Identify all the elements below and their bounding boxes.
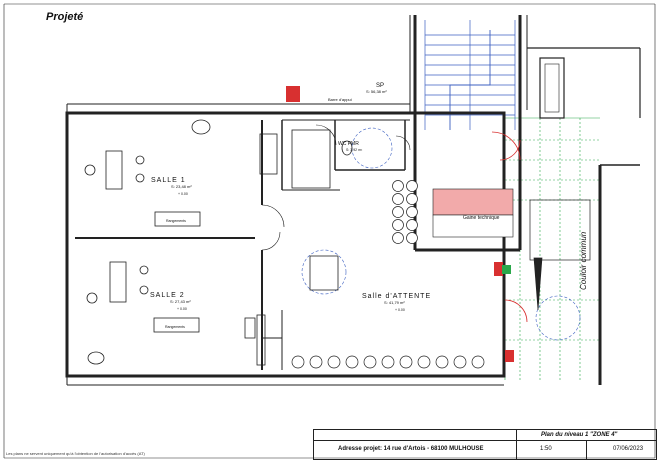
room-attente-area: S: 41,79 m² [384,300,405,305]
waiting-seat [435,355,449,369]
waiting-seat [345,355,359,369]
scale-cell [516,440,586,460]
column-seat [406,180,418,192]
column-seat [392,180,404,192]
room-salle1-area: S: 23,48 m² [171,184,192,189]
room-sp-area: S: 56,38 m² [366,89,387,94]
room-sp-name: SP [376,83,384,89]
column-seat [392,232,404,244]
plan-title-cell [516,430,657,440]
column-seat [406,206,418,218]
desks [84,119,353,366]
project-address: Adresse projet: 14 rue d'Artois - 68100 … [338,446,484,452]
room-salle2-name: SALLE 2 [150,292,185,299]
waiting-seat [417,355,431,369]
gaine-fill [432,188,514,216]
staircase [424,20,516,130]
doors-black [261,124,411,251]
plan-date: 07/06/2023 [613,446,644,452]
address-cell [314,440,516,460]
waiting-seat [327,355,341,369]
room-salle1-name: SALLE 1 [151,177,186,184]
room-wc-name: WC PMR [338,141,359,147]
room-wc-area: S: 3,92 m² [346,148,363,152]
waiting-seat [399,355,413,369]
column-seat [392,219,404,231]
column-seats [392,180,418,244]
waiting-seat [309,355,323,369]
room-attente-height: + 0.00 [395,308,405,312]
legal-notice: Les plans ne servent uniquement qu'à l'o… [6,451,145,456]
room-salle2-height: + 0.00 [177,307,187,311]
column-seat [406,219,418,231]
waiting-seat [291,355,305,369]
label-rangement-1: Rangements [166,219,186,223]
room-couloir-name: Couloir commun [579,231,588,290]
title-block: Adresse projet: 14 rue d'Artois - 68100 … [313,429,657,460]
page-title: Projeté [46,11,84,23]
doors [491,131,528,323]
room-attente-name: Salle d'ATTENTE [362,293,431,300]
waiting-seat [363,355,377,369]
label-rangement-2: Rangements [165,325,185,329]
column-seat [406,232,418,244]
plan-scale: 1:50 [540,446,552,452]
column-seat [392,193,404,205]
waiting-seat [381,355,395,369]
column-seat [392,206,404,218]
label-barre: Barre d'appui [328,97,352,102]
plan-title: Plan du niveau 1 "ZONE 4" [541,432,618,438]
couloir-fixtures [529,199,591,311]
waiting-seat [471,355,485,369]
column-seat [406,193,418,205]
waiting-seats [291,355,485,369]
date-cell [586,440,657,460]
fire-signs [286,86,514,362]
room-gaine-name: Gaine technique [463,215,500,221]
waiting-seat [453,355,467,369]
room-salle1-height: + 0.00 [178,192,188,196]
room-salle2-area: S: 27,43 m² [170,299,191,304]
